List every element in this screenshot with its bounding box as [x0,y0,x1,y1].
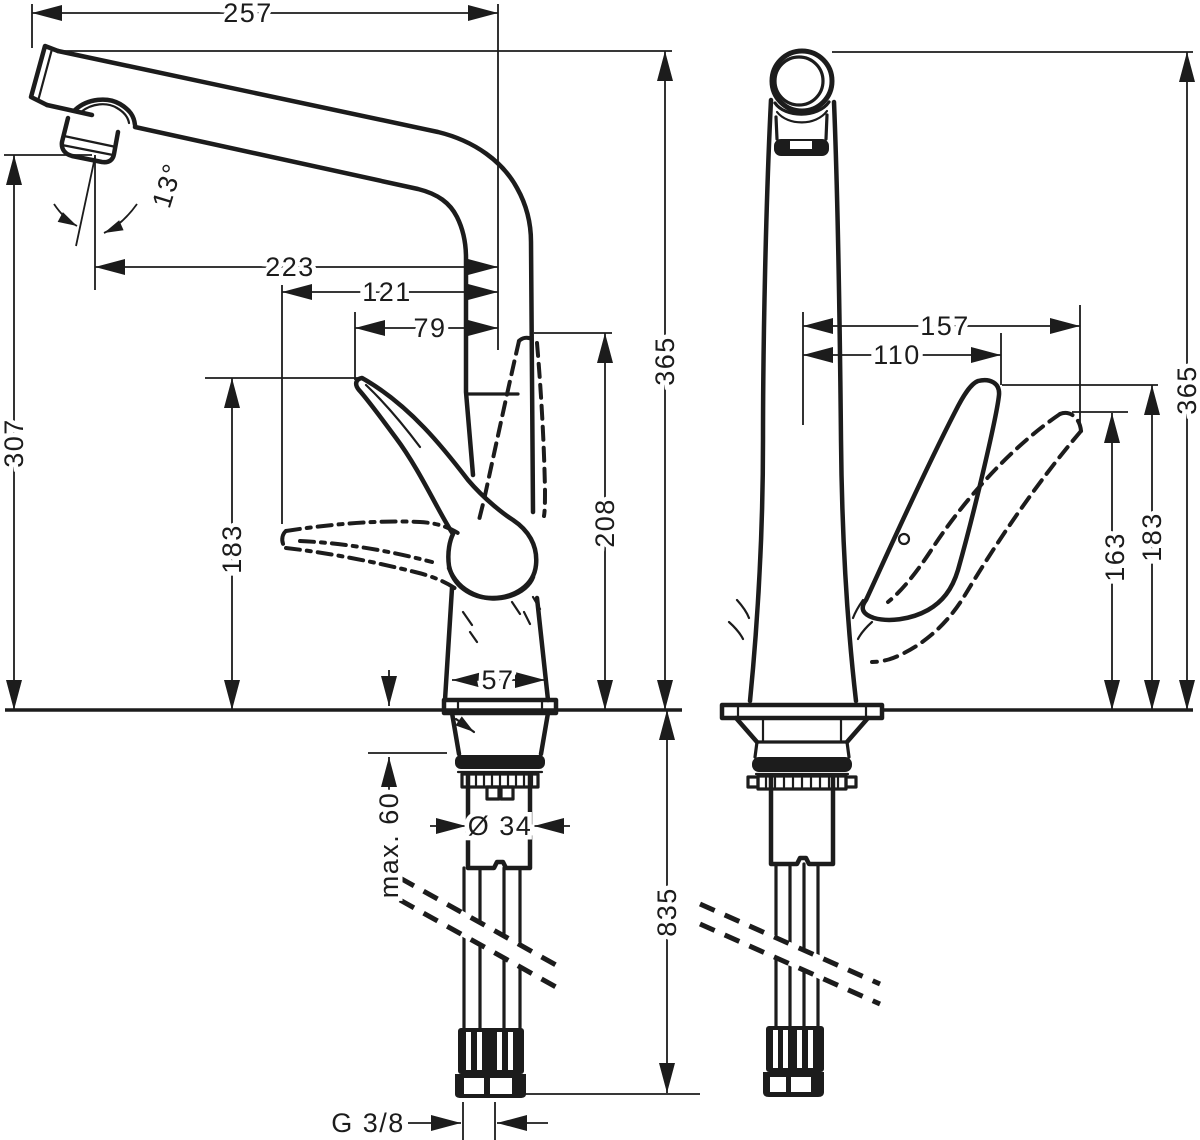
handle-front [860,377,1002,623]
aerator-side [59,97,138,165]
dim-handle-reach-front-label: 110 [873,340,921,370]
dim-total-height-front-label: 365 [1172,365,1200,415]
dim-open-handle-height-front-label: 163 [1100,532,1130,582]
side-view-installation-parts [398,697,567,1098]
dim-open-handle-to-axis-label: 121 [362,277,412,307]
dim-total-height-side-label: 365 [650,336,680,386]
dim-outlet-height-label: 307 [0,418,29,468]
side-view [5,43,682,1098]
handle-side-open-dashed [280,519,464,591]
handle-side [353,375,539,601]
dimension-lines [6,4,1195,1131]
dim-base-width-label: 57 [481,665,514,695]
dim-handle-tip-to-axis-label: 79 [413,313,446,343]
side-view-faucet-body [28,43,551,703]
dim-outlet-to-axis-label: 223 [265,252,315,282]
front-view [698,48,1193,1097]
dim-max-deck-thickness-label: max. 60 [374,792,404,899]
dim-thread-size-label: G 3/8 [331,1108,405,1138]
dim-handle-height-front-label: 183 [1137,512,1167,562]
handle-side-raised-dashed [476,335,548,526]
dim-spout-angle-label: 13° [146,159,188,211]
dim-shank-diameter-label: Ø 34 [468,811,533,841]
front-view-installation-parts [698,702,885,1097]
dim-spout-reach-label: 257 [223,0,273,28]
front-view-faucet-body [727,48,874,704]
dim-hose-length-label: 835 [652,887,682,937]
dim-body-height-label: 208 [590,498,620,548]
dim-open-handle-reach-front-label: 157 [920,311,970,341]
dim-handle-height-side-label: 183 [217,524,247,574]
